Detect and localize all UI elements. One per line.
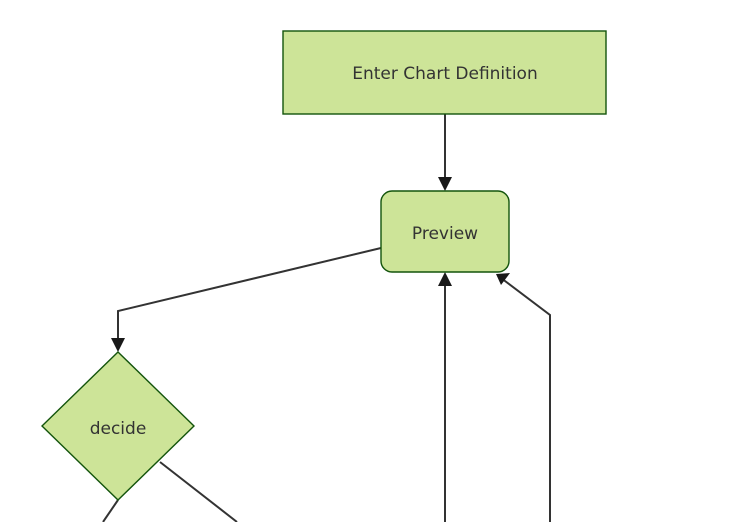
node-label: decide [90, 419, 147, 439]
node-rectangle[interactable] [282, 30, 607, 115]
node-rounded-rectangle[interactable] [380, 190, 510, 273]
arrowhead-icon [111, 338, 125, 352]
edge-enter-to-preview [438, 114, 452, 191]
edge-line [159, 461, 238, 522]
node-label: Preview [412, 224, 478, 244]
node-preview[interactable]: Preview [380, 190, 510, 273]
edge-line [500, 277, 551, 522]
node-layer: Enter Chart Definition Preview decide [40, 30, 607, 501]
edge-bottom-center-to-preview [438, 272, 452, 522]
edge-layer [102, 114, 551, 522]
edge-preview-to-decide [111, 247, 382, 352]
arrowhead-icon [438, 177, 452, 191]
node-diamond[interactable] [40, 351, 196, 501]
edge-decide-bottom-out [102, 499, 119, 522]
arrowhead-icon [496, 273, 510, 285]
node-label: Enter Chart Definition [352, 64, 537, 84]
edge-line [117, 247, 382, 345]
edge-bottom-right-to-preview [496, 273, 551, 522]
node-enter-chart-definition[interactable]: Enter Chart Definition [282, 30, 607, 115]
node-decide[interactable]: decide [40, 351, 196, 501]
edge-line [102, 499, 119, 522]
edge-decide-right-out [159, 461, 238, 522]
arrowhead-icon [438, 272, 452, 286]
